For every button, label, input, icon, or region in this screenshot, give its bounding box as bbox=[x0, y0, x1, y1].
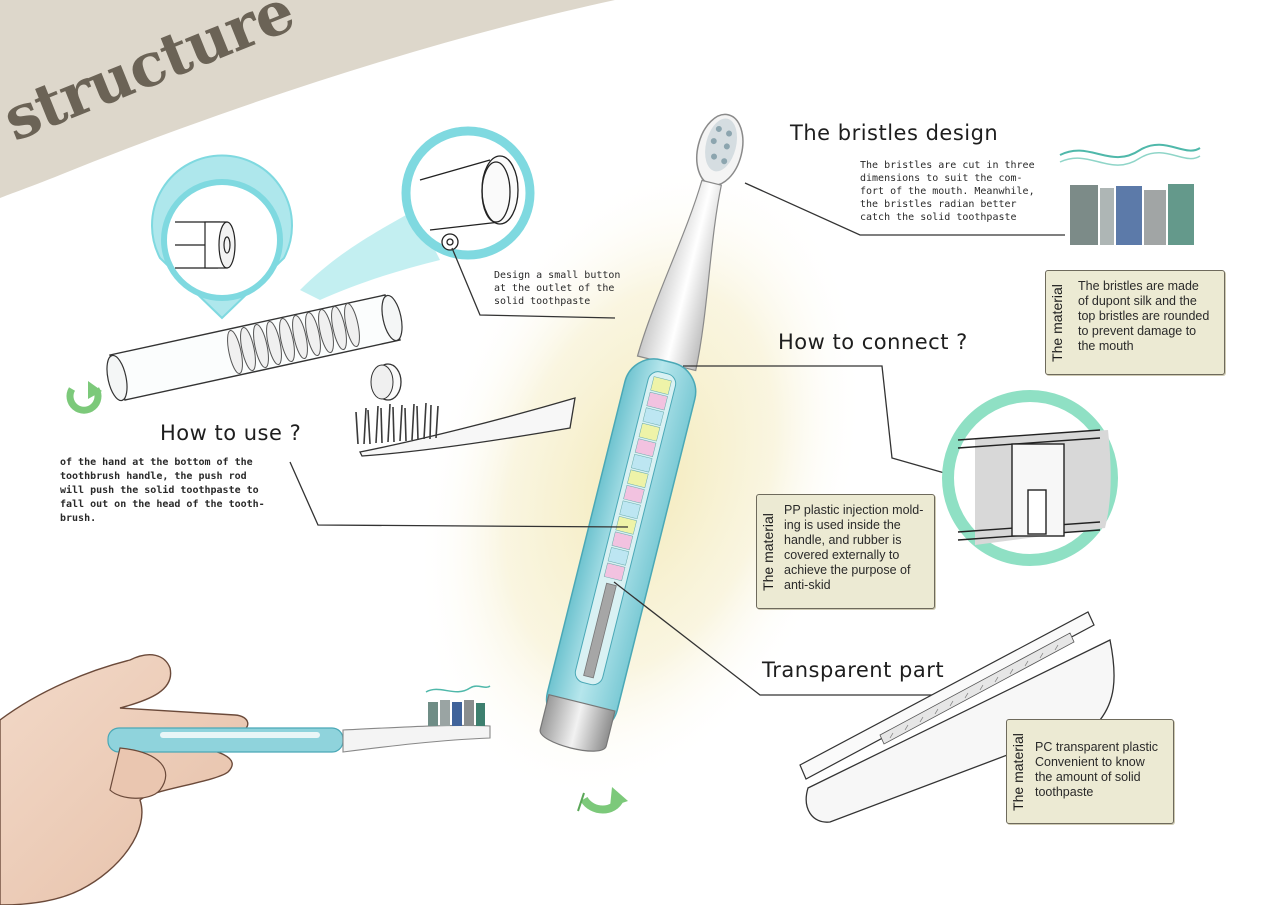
bristles-description: The bristles are cut in three dimensions… bbox=[860, 160, 1035, 223]
main-toothbrush bbox=[539, 113, 744, 752]
material-label: The material bbox=[1049, 283, 1065, 362]
usage-description: of the hand at the bottom of the toothbr… bbox=[60, 457, 265, 524]
bristles-heading: The bristles design bbox=[790, 121, 999, 145]
button-detail-callout bbox=[401, 126, 535, 260]
connection-detail-callout bbox=[942, 390, 1118, 566]
rotate-arrow-icon bbox=[66, 381, 102, 414]
material-label: The material bbox=[760, 512, 776, 591]
transparent-part-view bbox=[799, 611, 1115, 823]
material-label: The material bbox=[1010, 732, 1026, 811]
bristle-swatch bbox=[1059, 143, 1201, 245]
hand-holding-toothbrush bbox=[0, 654, 491, 905]
usage-heading: How to use ? bbox=[160, 421, 302, 445]
transparent-heading: Transparent part bbox=[762, 658, 945, 682]
rotate-arrow-icon bbox=[577, 787, 628, 814]
connect-heading: How to connect ? bbox=[778, 330, 968, 354]
handle-material-box: The material PP plastic injection mold- … bbox=[756, 494, 935, 609]
tube-detail-callout bbox=[151, 154, 293, 320]
title-banner-shape bbox=[0, 0, 615, 198]
transparent-material-box: The material PC transparent plastic Conv… bbox=[1006, 719, 1174, 824]
exploded-tube bbox=[106, 294, 403, 402]
bristles-material-box: The material The bristles are made of du… bbox=[1045, 270, 1225, 375]
button-note: Design a small button at the outlet of t… bbox=[494, 270, 621, 307]
brush-head-side-view bbox=[355, 397, 576, 457]
